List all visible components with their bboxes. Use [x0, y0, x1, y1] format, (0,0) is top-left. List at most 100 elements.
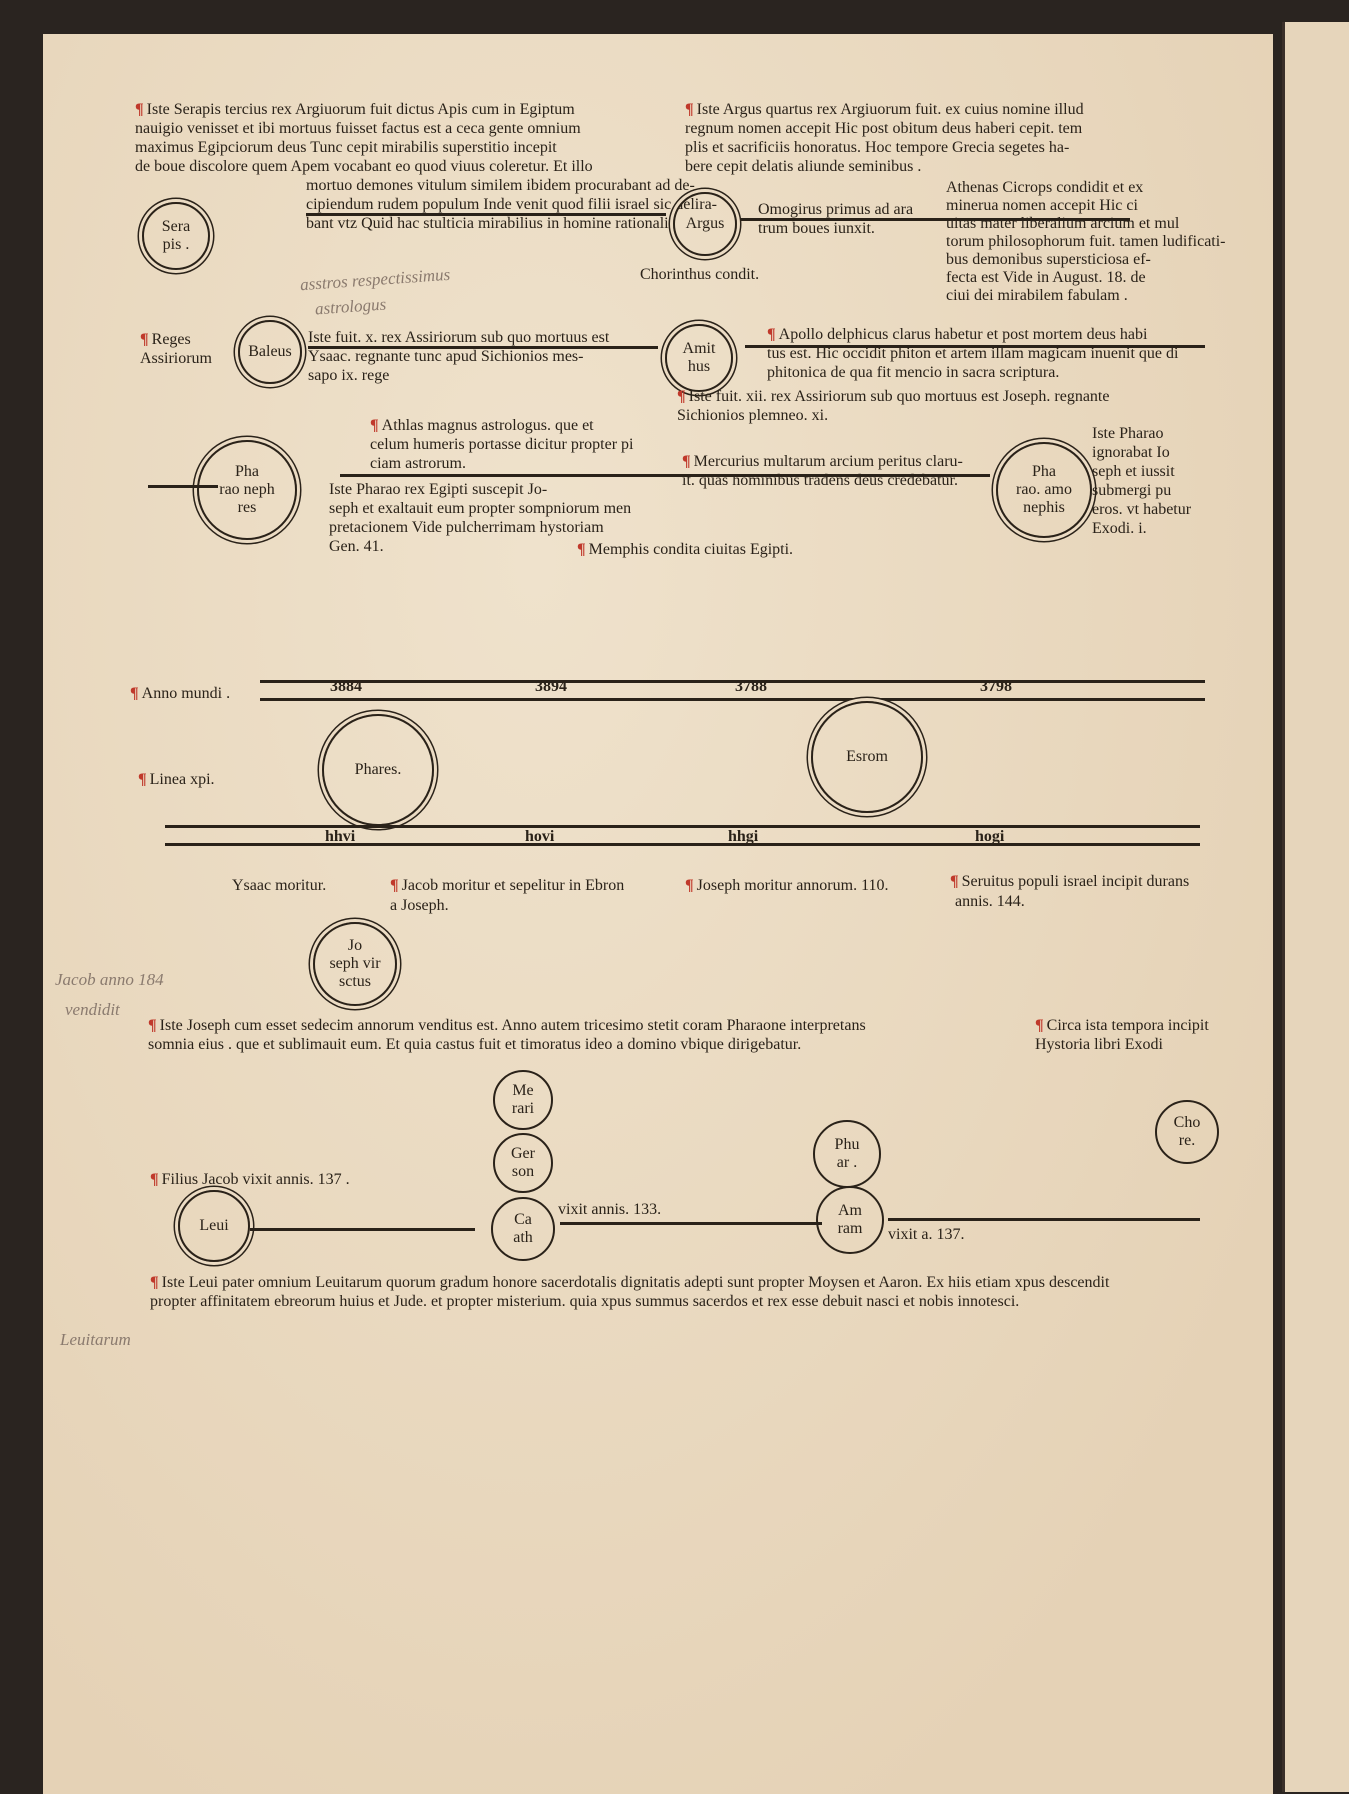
argus-paragraph: ¶Iste Argus quartus rex Argiuorum fuit. … [685, 100, 1084, 119]
assiria-xii-paragraph: Sichionios plemneo. xi. [677, 406, 828, 425]
filius-jacob-note: ¶Filius Jacob vixit annis. 137 . [150, 1170, 350, 1189]
rule-line [888, 1218, 1200, 1221]
event-servitude-text: Seruitus populi israel incipit durans [961, 873, 1190, 890]
circle-chore: Cho re. [1155, 1100, 1219, 1164]
facing-page-edge [1282, 22, 1349, 1792]
pharao-amonephis-paragraph-text: Iste Pharao [1092, 425, 1164, 442]
circle-baleus: Baleus [238, 320, 302, 384]
pharao-amonephis-paragraph-text: submergi pu [1092, 482, 1172, 499]
argus-paragraph: bere cepit delatis aliunde seminibus . [685, 157, 921, 176]
pharao-nephres-paragraph: Gen. 41. [329, 537, 384, 556]
paragraph-mark: ¶ [148, 1017, 157, 1034]
handwritten-note-text: astrologus [314, 294, 387, 319]
serapis-paragraph-text: de boue discolore quem Apem vocabant eo … [135, 158, 593, 175]
apollo-paragraph: ¶Apollo delphicus clarus habetur et post… [767, 325, 1147, 344]
caath-lifespan-note-text: vixit annis. 133. [558, 1201, 662, 1218]
reges-assiriorum-label-text: Reges [151, 331, 191, 348]
circle-pharao-nephres: Pha rao neph res [197, 440, 297, 540]
circle-phares: Phares. [322, 714, 434, 826]
circle-merari: Me rari [493, 1070, 553, 1130]
mercurius-paragraph: it. quas hominibus tradens deus credebat… [682, 471, 958, 490]
athenas-paragraph-text: ciui dei mirabilem fabulam . [946, 287, 1128, 304]
assiria-xii-paragraph-text: Sichionios plemneo. xi. [677, 407, 829, 424]
serapis-paragraph: mortuo demones vitulum similem ibidem pr… [306, 176, 695, 195]
rule-line [560, 1222, 822, 1225]
serapis-paragraph-text: bant vtz Quid hac stulticia mirabilius i… [306, 215, 673, 232]
paragraph-mark: ¶ [950, 873, 959, 890]
anno-mundi-year: 3894 [535, 678, 567, 696]
athenas-paragraph-text: bus demonibus supersticiosa ef- [946, 251, 1151, 268]
event-jacob-death: ¶Jacob moritur et sepelitur in Ebron [390, 876, 624, 895]
pharao-nephres-paragraph: Iste Pharao rex Egipti suscepit Jo- [329, 480, 547, 499]
pharao-amonephis-paragraph-text: Exodi. i. [1092, 520, 1147, 537]
pharao-nephres-paragraph-text: Gen. 41. [329, 538, 384, 555]
linea-christi-label: ¶Linea xpi. [138, 770, 215, 789]
athlas-paragraph: ciam astrorum. [370, 454, 466, 473]
athlas-paragraph: celum humeris portasse dicitur propter p… [370, 435, 633, 454]
handwritten-note: Leuitarum [60, 1330, 131, 1350]
event-joseph-death: ¶Joseph moritur annorum. 110. [685, 876, 888, 895]
athlas-paragraph-text: ciam astrorum. [370, 455, 466, 472]
circle-esrom: Esrom [811, 701, 923, 813]
paragraph-mark: ¶ [685, 877, 694, 894]
paragraph-mark: ¶ [1035, 1017, 1044, 1034]
event-jacob-death-cont-text: a Joseph. [390, 897, 449, 914]
anno-mundi-label: ¶Anno mundi . [130, 684, 230, 703]
levi-paragraph-text: Iste Leui pater omnium Leuitarum quorum … [161, 1274, 1110, 1291]
event-isaac-death-text: Ysaac moritur. [232, 877, 327, 894]
linea-christi-number: hhgi [728, 828, 758, 846]
anno-mundi-year: 3798 [980, 678, 1012, 696]
event-jacob-death-cont: a Joseph. [390, 896, 449, 915]
pharao-amonephis-paragraph: submergi pu [1092, 481, 1171, 500]
pharao-nephres-paragraph: pretacionem Vide pulcherrimam hystoriam [329, 518, 604, 537]
argus-paragraph-text: plis et sacrificiis honoratus. Hoc tempo… [685, 139, 1070, 156]
circle-amithus: Amit hus [665, 324, 733, 392]
mercurius-paragraph: ¶Mercurius multarum arcium peritus claru… [682, 452, 963, 471]
circle-levi: Leui [178, 1190, 250, 1262]
baleus-paragraph: Ysaac. regnante tunc apud Sichionios mes… [308, 347, 583, 366]
assiria-xii-paragraph-text: Iste fuit. xii. rex Assiriorum sub quo m… [688, 388, 1110, 405]
athenas-paragraph: torum philosophorum fuit. tamen ludifica… [946, 232, 1226, 251]
athenas-paragraph: minerua nomen accepit Hic ci [946, 196, 1138, 215]
anno-mundi-label-text: Anno mundi . [141, 685, 231, 702]
caath-lifespan-note: vixit annis. 133. [558, 1200, 661, 1219]
rule-line [148, 485, 218, 488]
athenas-paragraph-text: Athenas Cicrops condidit et ex [946, 179, 1144, 196]
athenas-paragraph-text: minerua nomen accepit Hic ci [946, 197, 1138, 214]
serapis-paragraph-text: nauigio venisset et ibi mortuus fuisset … [135, 120, 581, 137]
omogirus-note: Omogirus primus ad ara [758, 200, 913, 219]
serapis-paragraph-text: cipiendum rudem populum Inde venit quod … [306, 196, 718, 213]
pharao-amonephis-paragraph: Exodi. i. [1092, 519, 1147, 538]
athenas-paragraph: fecta est Vide in August. 18. de [946, 268, 1146, 287]
reges-assiriorum-label: ¶Reges [140, 330, 191, 349]
argus-paragraph-text: Iste Argus quartus rex Argiuorum fuit. e… [696, 101, 1084, 118]
pharao-amonephis-paragraph-text: seph et iussit [1092, 463, 1175, 480]
paragraph-mark: ¶ [150, 1274, 159, 1291]
linea-christi-number: hovi [525, 828, 554, 846]
baleus-paragraph: Iste fuit. x. rex Assiriorum sub quo mor… [308, 328, 609, 347]
mercurius-paragraph-text: it. quas hominibus tradens deus credebat… [682, 472, 958, 489]
event-servitude-cont: annis. 144. [955, 892, 1025, 911]
rule-line [745, 345, 1205, 348]
apollo-paragraph-text: tus est. Hic occidit phiton et artem ill… [767, 345, 1179, 362]
circle-argus: Argus [673, 192, 737, 256]
reges-assiriorum-label: Assiriorum [140, 349, 212, 368]
memphis-note-text: Memphis condita ciuitas Egipti. [588, 541, 794, 558]
circle-amram: Am ram [816, 1186, 884, 1254]
anno-mundi-year-text: 3894 [535, 678, 567, 695]
anno-mundi-year: 3788 [735, 678, 767, 696]
paragraph-mark: ¶ [150, 1171, 159, 1188]
omogirus-note-text: trum boues iunxit. [758, 220, 875, 237]
athlas-paragraph-text: celum humeris portasse dicitur propter p… [370, 436, 634, 453]
linea-christi-line [165, 825, 1200, 828]
athenas-paragraph-text: fecta est Vide in August. 18. de [946, 269, 1146, 286]
pharao-amonephis-paragraph: eros. vt habetur [1092, 500, 1191, 519]
joseph-paragraph: somnia eius . que et sublimauit eum. Et … [148, 1035, 801, 1054]
linea-christi-number-text: hhgi [728, 828, 759, 845]
linea-christi-number: hhvi [325, 828, 355, 846]
handwritten-note: vendidit [65, 1000, 120, 1020]
rule-line [340, 474, 990, 477]
joseph-paragraph: ¶Iste Joseph cum esset sedecim annorum v… [148, 1016, 866, 1035]
handwritten-note: Jacob anno 184 [55, 970, 164, 990]
pharao-nephres-paragraph-text: Iste Pharao rex Egipti suscepit Jo- [329, 481, 548, 498]
